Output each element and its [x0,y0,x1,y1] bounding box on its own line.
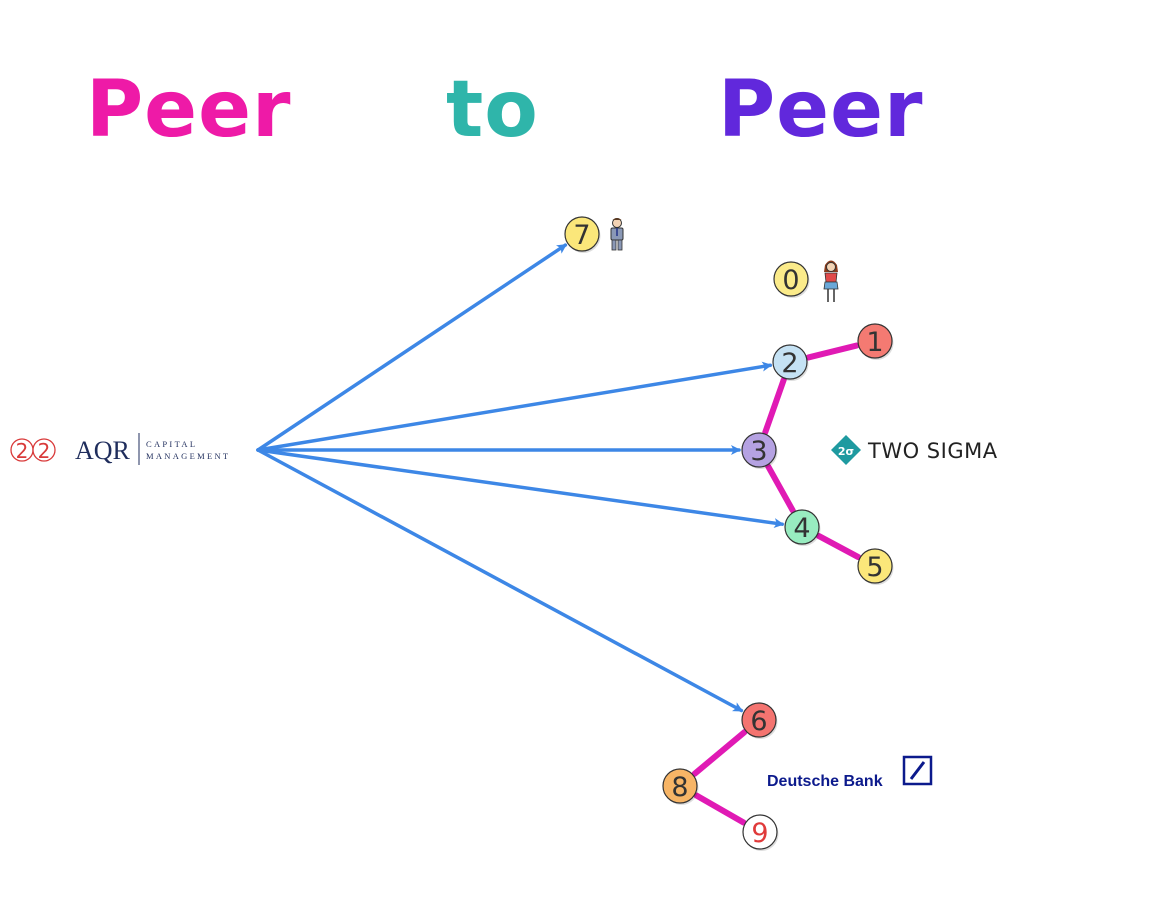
node-label: 2 [781,348,798,379]
link-3-4 [765,463,796,514]
node-label: 9 [751,818,768,849]
node-label: 7 [573,220,590,251]
node-circle [741,702,777,738]
arrow-group [256,243,785,713]
link-8-9 [693,792,747,826]
two-sigma-logo: 2σ TWO SIGMA [831,435,998,465]
node-6: 6 [741,702,778,739]
title-word-peer-right: Peer [718,65,923,155]
title-word-to: to [446,65,539,155]
arrow-to-node-2 [256,361,773,452]
node-label: 0 [782,265,799,296]
aqr-logo-text: AQR [75,436,131,465]
node-4: 4 [784,509,821,546]
node-label: 8 [671,772,688,803]
arrow-to-node-6 [256,448,744,713]
source-aqr: 2 2 AQR CAPITAL MANAGEMENT [10,433,230,465]
node-label: 1 [866,327,883,358]
node-0: 0 [773,261,810,298]
node-circle [773,261,809,297]
two-sigma-logo-text: TWO SIGMA [867,439,998,463]
node-circle [741,432,777,468]
node-3: 3 [741,432,778,469]
badge-circle [32,438,56,462]
node-circle [857,548,893,584]
node-circle [772,344,808,380]
deutsche-bank-square-icon [902,755,933,786]
man-figure-icon [610,218,624,251]
link-group [691,342,862,826]
node-2: 2 [772,344,809,381]
arrow-to-node-4 [256,448,785,529]
badge-digit: 2 [38,439,51,463]
node-circle [742,814,778,850]
node-label: 4 [793,513,810,544]
link-6-8 [691,729,748,777]
node-label: 5 [866,552,883,583]
title-word-peer-left: Peer [86,65,291,155]
two-sigma-mark: 2σ [838,445,854,458]
node-label: 3 [750,436,767,467]
node-5: 5 [857,548,894,585]
link-4-5 [815,532,862,561]
badge-digit: 2 [16,439,29,463]
node-8: 8 [662,768,699,805]
link-2-1 [805,342,860,361]
two-sigma-diamond-icon [831,435,861,465]
node-group: 0 1 2 3 4 5 6 7 8 9 [564,216,894,851]
node-circle [564,216,600,252]
woman-figure-icon [823,260,839,302]
title: Peer to Peer [86,65,923,155]
aqr-logo-line2: MANAGEMENT [146,451,230,461]
node-7: 7 [564,216,601,253]
deutsche-bank-logo: Deutsche Bank [767,755,933,790]
arrow-to-node-7 [256,243,568,452]
deutsche-bank-slash-icon [909,761,926,780]
node-9: 9 [742,814,779,851]
link-2-3 [762,376,787,436]
deutsche-bank-logo-text: Deutsche Bank [767,773,883,790]
node-label: 6 [750,706,767,737]
node-circle [784,509,820,545]
aqr-logo-line1: CAPITAL [146,439,197,449]
node-circle [857,323,893,359]
node-1: 1 [857,323,894,360]
node-circle [662,768,698,804]
